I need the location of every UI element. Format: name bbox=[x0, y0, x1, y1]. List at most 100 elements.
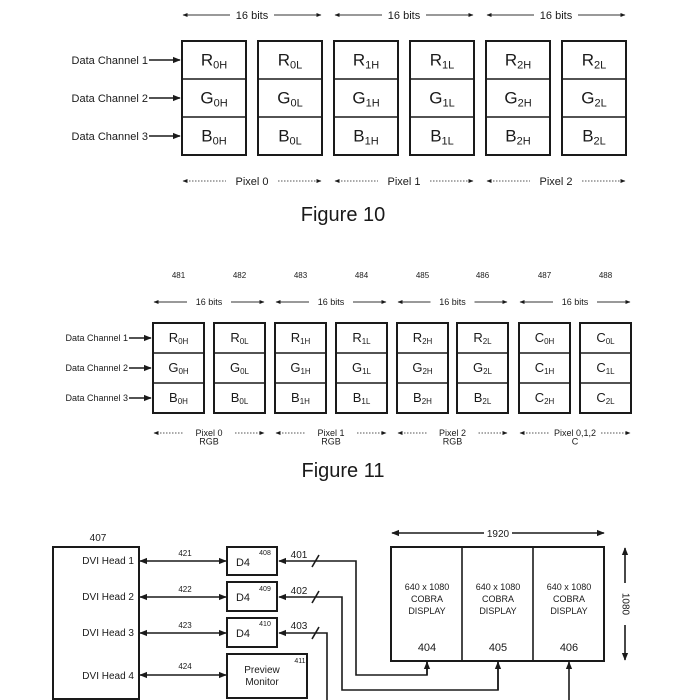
pixel-format-label: RGB bbox=[321, 437, 341, 447]
byte-cell: R0L bbox=[230, 330, 249, 346]
converter-label: D4 bbox=[236, 557, 250, 569]
byte-cell: G1L bbox=[429, 88, 454, 109]
pixel-label: Pixel 2 bbox=[439, 428, 466, 438]
host-ref: 407 bbox=[90, 533, 107, 544]
byte-cell: C0H bbox=[535, 330, 555, 346]
byte-cell: R1H bbox=[353, 50, 379, 71]
byte-column bbox=[213, 322, 266, 414]
byte-cell: B2L bbox=[474, 390, 492, 406]
pixel-format-label: RGB bbox=[199, 437, 219, 447]
display-406-line1: 640 x 1080 bbox=[547, 582, 592, 592]
bus-slash-icon bbox=[311, 554, 320, 568]
dvi-head-1: DVI Head 1 bbox=[82, 556, 134, 567]
bits-label: 16 bits bbox=[562, 297, 589, 307]
byte-cell: C0L bbox=[596, 330, 615, 346]
link-ref-424: 424 bbox=[178, 662, 192, 671]
channel-label-3: Data Channel 3 bbox=[65, 393, 128, 403]
byte-cell: G0H bbox=[200, 88, 227, 109]
byte-cell: R2L bbox=[582, 50, 607, 71]
byte-column bbox=[456, 322, 509, 414]
display-404-ref: 404 bbox=[418, 642, 436, 654]
byte-cell: C1H bbox=[535, 360, 555, 376]
byte-cell: B1H bbox=[353, 126, 378, 147]
input-ref-402: 402 bbox=[291, 586, 308, 597]
column-ref: 484 bbox=[355, 271, 369, 280]
channel-label-1: Data Channel 1 bbox=[65, 333, 128, 343]
column-ref: 483 bbox=[294, 271, 308, 280]
bus-slash-icon bbox=[311, 626, 320, 640]
converter-ref: 409 bbox=[259, 586, 271, 593]
converter-label: D4 bbox=[236, 592, 250, 604]
byte-cell: B2L bbox=[582, 126, 606, 147]
dvi-head-3: DVI Head 3 bbox=[82, 628, 134, 639]
byte-cell: G0L bbox=[230, 360, 250, 376]
byte-cell: G2H bbox=[412, 360, 433, 376]
channel-label-2: Data Channel 2 bbox=[65, 363, 128, 373]
figure-11-caption: Figure 11 bbox=[301, 460, 384, 482]
byte-cell: G2L bbox=[581, 88, 606, 109]
byte-cell: G0L bbox=[277, 88, 302, 109]
figure-10-caption: Figure 10 bbox=[301, 204, 386, 226]
display-404-line1: 640 x 1080 bbox=[405, 582, 450, 592]
byte-column bbox=[409, 40, 475, 156]
display-405-ref: 405 bbox=[489, 642, 507, 654]
input-ref-403: 403 bbox=[291, 621, 308, 632]
display-405-line1: 640 x 1080 bbox=[476, 582, 521, 592]
bits-label: 16 bits bbox=[388, 10, 421, 22]
byte-cell: B2H bbox=[413, 390, 432, 406]
column-ref: 487 bbox=[538, 271, 552, 280]
byte-cell: B1L bbox=[430, 126, 454, 147]
preview-line1: Preview bbox=[244, 665, 280, 676]
byte-cell: R1L bbox=[352, 330, 371, 346]
pixel-label: Pixel 0 bbox=[195, 428, 222, 438]
byte-cell: R2L bbox=[473, 330, 492, 346]
byte-column bbox=[333, 40, 399, 156]
column-ref: 485 bbox=[416, 271, 430, 280]
byte-column bbox=[274, 322, 327, 414]
byte-cell: G0H bbox=[168, 360, 189, 376]
pixel-format-label: C bbox=[572, 437, 579, 447]
byte-cell: B2H bbox=[505, 126, 530, 147]
bits-label: 16 bits bbox=[439, 297, 466, 307]
byte-column bbox=[485, 40, 551, 156]
preview-monitor-box bbox=[226, 653, 308, 699]
system-diagram: 407 DVI Head 1 DVI Head 2 DVI Head 3 DVI… bbox=[52, 529, 630, 700]
byte-cell: G1H bbox=[352, 88, 379, 109]
display-406-line2: COBRA bbox=[553, 594, 585, 604]
pixel-label: Pixel 1 bbox=[317, 428, 344, 438]
channel-label-2: Data Channel 2 bbox=[72, 93, 148, 105]
column-ref: 482 bbox=[233, 271, 247, 280]
pixel-label: Pixel 0,1,2 bbox=[554, 428, 596, 438]
graphics-host-box bbox=[52, 546, 140, 700]
bits-label: 16 bits bbox=[196, 297, 223, 307]
width-label: 1920 bbox=[487, 529, 510, 540]
byte-cell: B0L bbox=[231, 390, 249, 406]
converter-ref: 410 bbox=[259, 621, 271, 628]
byte-cell: R1H bbox=[291, 330, 311, 346]
byte-cell: G1H bbox=[290, 360, 311, 376]
pixel-label: Pixel 0 bbox=[235, 176, 268, 188]
byte-cell: R0H bbox=[201, 50, 227, 71]
bits-label: 16 bits bbox=[540, 10, 573, 22]
channel-label-3: Data Channel 3 bbox=[72, 131, 148, 143]
dvi-head-4: DVI Head 4 bbox=[82, 671, 134, 682]
byte-column bbox=[181, 40, 247, 156]
byte-cell: G1L bbox=[352, 360, 372, 376]
display-406-ref: 406 bbox=[560, 642, 578, 654]
pixel-label: Pixel 1 bbox=[387, 176, 420, 188]
bits-label: 16 bits bbox=[236, 10, 269, 22]
byte-column bbox=[396, 322, 449, 414]
column-ref: 488 bbox=[599, 271, 613, 280]
byte-column bbox=[257, 40, 323, 156]
bits-label: 16 bits bbox=[318, 297, 345, 307]
bus-slash-icon bbox=[311, 590, 320, 604]
display-array-box bbox=[390, 546, 605, 662]
pixel-label: Pixel 2 bbox=[539, 176, 572, 188]
column-ref: 486 bbox=[476, 271, 490, 280]
byte-column bbox=[561, 40, 627, 156]
byte-cell: G2H bbox=[504, 88, 531, 109]
preview-line2: Monitor bbox=[245, 677, 279, 688]
display-404-line2: COBRA bbox=[411, 594, 443, 604]
